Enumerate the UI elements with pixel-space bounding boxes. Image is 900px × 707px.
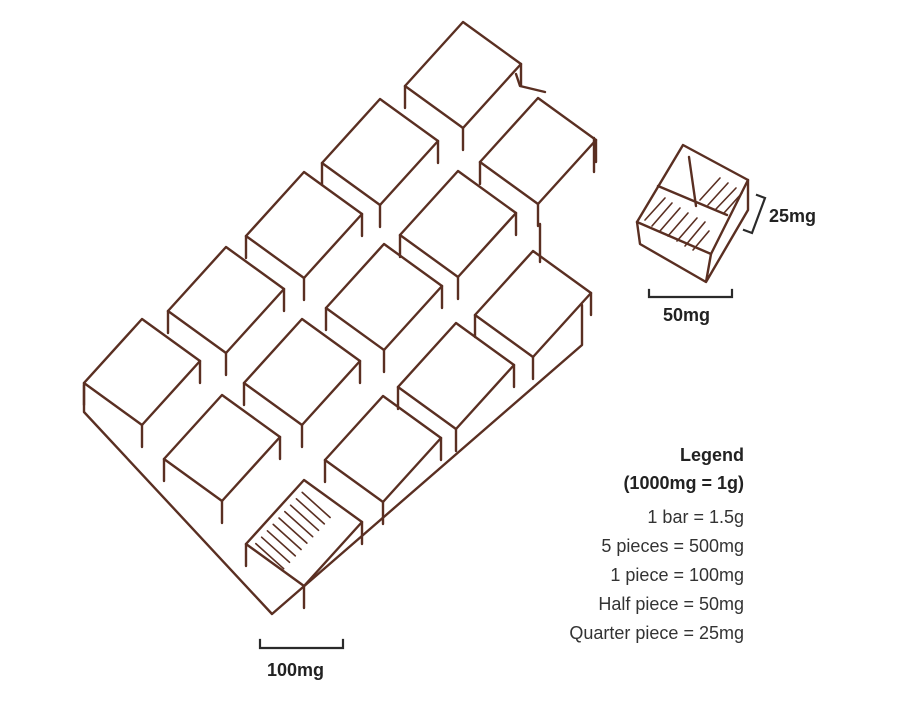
- piece-top: [403, 20, 523, 130]
- legend-item: 5 pieces = 500mg: [601, 536, 744, 556]
- piece-top: [82, 317, 202, 427]
- quarter-scale-bracket: [742, 193, 767, 235]
- hatch-line: [715, 187, 737, 210]
- hatch-line: [289, 504, 320, 532]
- hatch-line: [295, 497, 326, 525]
- hatch-line: [667, 212, 689, 237]
- hatch-line: [301, 491, 331, 519]
- hatch-line: [644, 197, 666, 221]
- hatch-line: [260, 536, 291, 564]
- hatch-line: [283, 510, 314, 538]
- single-piece-dividers: [656, 155, 729, 217]
- piece-top: [396, 321, 516, 431]
- piece-side: [398, 211, 518, 301]
- piece-scale-label: 100mg: [267, 660, 325, 680]
- piece-side: [403, 62, 523, 152]
- hatch-line: [699, 177, 721, 201]
- hatch-line: [659, 207, 681, 232]
- piece-side: [162, 435, 282, 525]
- piece-side: [396, 363, 516, 453]
- legend-item: 1 piece = 100mg: [610, 565, 744, 585]
- hatched-piece: [255, 491, 331, 570]
- legend-title: Legend: [679, 445, 744, 465]
- hatch-line: [266, 529, 297, 557]
- single-piece: [635, 143, 750, 284]
- piece-side: [82, 359, 202, 449]
- hatch-line: [278, 517, 308, 544]
- piece-side: [242, 359, 362, 449]
- piece-top: [320, 97, 440, 207]
- piece-side: [478, 138, 598, 228]
- bar-base-outline: [82, 72, 596, 616]
- single-piece-sides: [635, 178, 750, 284]
- piece-side: [473, 291, 593, 381]
- half-scale-bracket: [647, 288, 734, 299]
- piece-top: [478, 96, 598, 206]
- bar-pieces: [82, 20, 598, 610]
- legend-item: 1 bar = 1.5g: [647, 507, 744, 527]
- piece-side: [244, 520, 364, 610]
- piece-side: [166, 287, 286, 377]
- legend: Legend (1000mg = 1g) 1 bar = 1.5g 5 piec…: [569, 441, 744, 648]
- hatch-line: [255, 542, 285, 570]
- hatch-line: [651, 202, 673, 227]
- legend-subtitle: (1000mg = 1g): [623, 473, 744, 493]
- piece-top: [324, 242, 444, 352]
- piece-top: [398, 169, 518, 279]
- hatch-line: [272, 523, 302, 551]
- piece-side: [324, 284, 444, 374]
- legend-item: Quarter piece = 25mg: [569, 623, 744, 643]
- hatch-line: [676, 217, 698, 242]
- hatch-line: [707, 182, 729, 206]
- hatch-line: [692, 230, 710, 251]
- piece-scale-bracket: [258, 638, 345, 650]
- legend-items: 1 bar = 1.5g 5 pieces = 500mg 1 piece = …: [569, 503, 744, 648]
- piece-top: [323, 394, 443, 504]
- piece-top: [242, 317, 362, 427]
- piece-top: [162, 393, 282, 503]
- piece-top: [473, 249, 593, 359]
- piece-top: [244, 170, 364, 280]
- piece-top: [244, 478, 364, 588]
- quarter-scale-label: 25mg: [769, 206, 817, 226]
- hatched-quarters: [644, 177, 743, 251]
- piece-side: [323, 436, 443, 526]
- piece-top: [166, 245, 286, 355]
- piece-side: [244, 212, 364, 302]
- piece-side: [320, 139, 440, 229]
- half-scale-label: 50mg: [663, 305, 711, 325]
- legend-item: Half piece = 50mg: [598, 594, 744, 614]
- hatch-line: [684, 221, 706, 247]
- chocolate-bar: [82, 20, 598, 616]
- hatch-line: [723, 192, 743, 214]
